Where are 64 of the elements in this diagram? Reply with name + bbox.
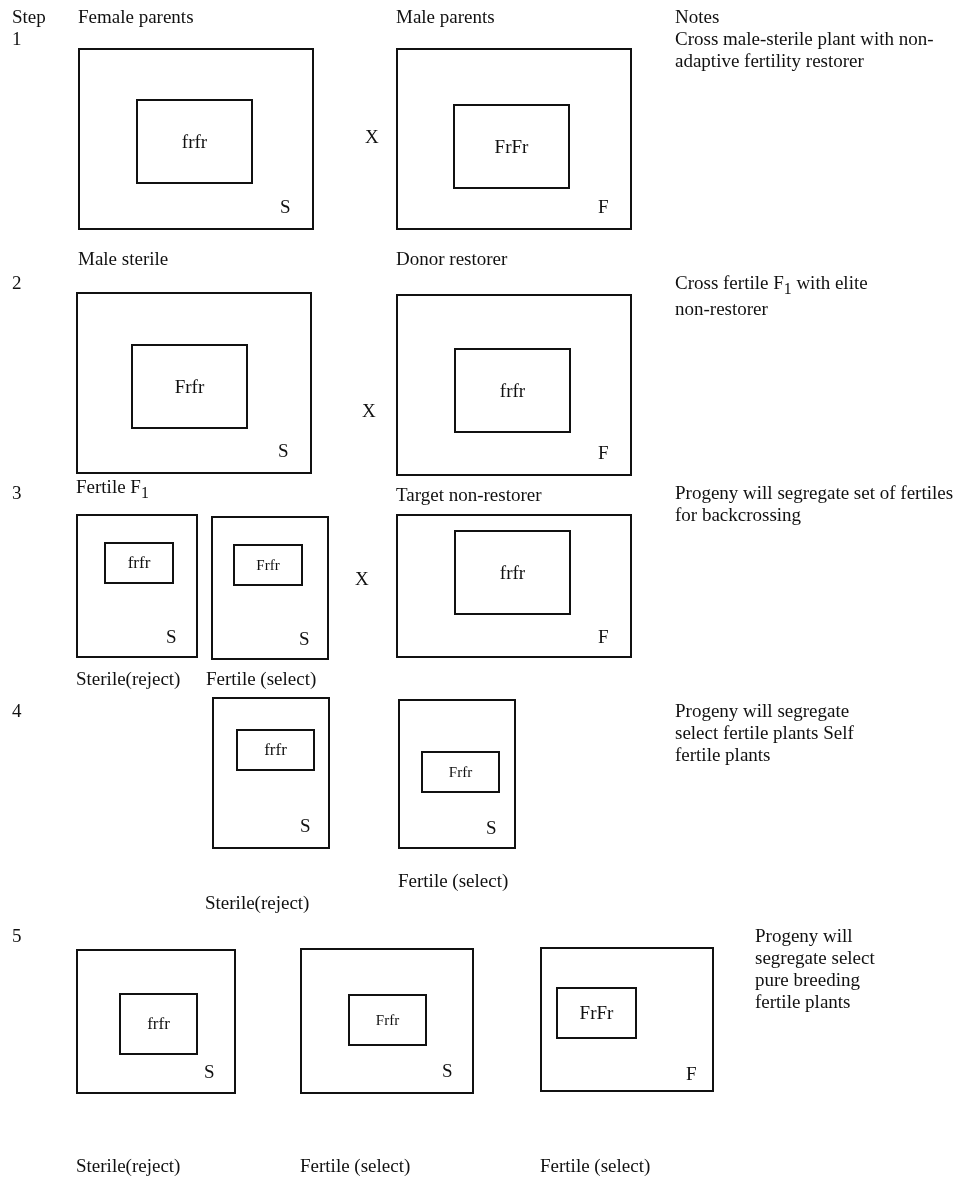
- plant-box: [211, 516, 329, 660]
- genotype-box: Frfr: [421, 751, 500, 793]
- fertility-mark: F: [598, 196, 609, 218]
- label-text: X: [355, 568, 369, 590]
- label-text: 3: [12, 482, 22, 504]
- label-text: 5: [12, 925, 22, 947]
- fertility-mark: S: [166, 626, 177, 648]
- label-text: Progeny will segregate set of fertiles for backcrossing: [675, 482, 955, 526]
- plant-caption: Fertile (select): [398, 870, 509, 892]
- plant-caption: Fertile (select): [300, 1155, 411, 1177]
- genotype-box: frfr: [136, 99, 253, 184]
- plant-box: [396, 48, 632, 230]
- genotype-box: frfr: [454, 348, 571, 433]
- plant-box: [396, 294, 632, 476]
- plant-caption: Male sterile: [78, 248, 169, 270]
- fertility-mark: S: [299, 628, 310, 650]
- plant-caption: Fertile (select): [540, 1155, 651, 1177]
- genotype-box: Frfr: [233, 544, 303, 586]
- plant-box: [76, 292, 312, 474]
- fertility-mark: S: [278, 440, 289, 462]
- label-text: X: [365, 126, 379, 148]
- label-text: Cross fertile F$_{1}$ with elite non-restorer: [675, 272, 869, 320]
- label-text: 1: [12, 28, 22, 50]
- plant-caption: Fertile (select): [206, 668, 317, 690]
- fertility-mark: S: [442, 1060, 453, 1082]
- label-text: Step: [12, 6, 46, 28]
- fertility-mark: S: [486, 817, 497, 839]
- genotype-box: Frfr: [131, 344, 248, 429]
- plant-caption: Sterile(reject): [76, 668, 181, 690]
- plant-box: [78, 48, 314, 230]
- genotype-box: frfr: [236, 729, 315, 771]
- plant-caption: Fertile F$_{1}$: [76, 476, 149, 502]
- label-text: X: [362, 400, 376, 422]
- label-text: Male parents: [396, 6, 495, 28]
- plant-box: [398, 699, 516, 849]
- plant-box: [76, 514, 198, 658]
- plant-box: [212, 697, 330, 849]
- label-text: Female parents: [78, 6, 194, 28]
- genotype-box: FrFr: [556, 987, 637, 1039]
- fertility-mark: F: [686, 1063, 697, 1085]
- plant-box: [396, 514, 632, 658]
- plant-box: [300, 948, 474, 1094]
- plant-caption: Target non-restorer: [396, 484, 542, 506]
- label-text: 2: [12, 272, 22, 294]
- genotype-box: frfr: [104, 542, 174, 584]
- plant-caption: Sterile(reject): [205, 892, 310, 914]
- fertility-mark: S: [300, 815, 311, 837]
- plant-box: [540, 947, 714, 1092]
- label-text: Progeny will segregate select fertile plants Self fertile plants: [675, 700, 855, 766]
- genotype-box: frfr: [119, 993, 198, 1055]
- genotype-box: frfr: [454, 530, 571, 615]
- plant-caption: Donor restorer: [396, 248, 508, 270]
- plant-caption: Sterile(reject): [76, 1155, 181, 1177]
- fertility-mark: S: [280, 196, 291, 218]
- genotype-box: FrFr: [453, 104, 570, 189]
- label-text: Progeny will segregate select pure breeding fertile plants: [755, 925, 876, 1013]
- genotype-box: Frfr: [348, 994, 427, 1046]
- label-text: Cross male-sterile plant with non-adaptive fertility restorer: [675, 28, 935, 72]
- fertility-mark: F: [598, 626, 609, 648]
- plant-box: [76, 949, 236, 1094]
- label-text: 4: [12, 700, 22, 722]
- fertility-mark: S: [204, 1061, 215, 1083]
- fertility-mark: F: [598, 442, 609, 464]
- label-text: Notes: [675, 6, 720, 28]
